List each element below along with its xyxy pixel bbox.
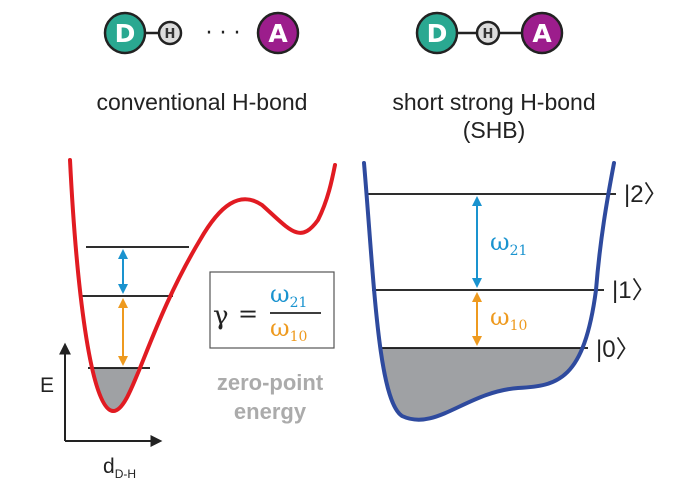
energy-axes: E dD-H	[40, 342, 163, 481]
molecule-shb: D H A	[415, 11, 564, 55]
zpe-label-line2: energy	[234, 399, 307, 424]
potential-curve	[362, 161, 616, 422]
shb-potential: ω21 ω10	[362, 161, 616, 422]
state-label-0: |0〉	[596, 336, 640, 363]
molecule-conventional: D H · · · A	[103, 11, 300, 55]
omega21-numerator: ω21	[270, 280, 307, 311]
potential-curve	[68, 158, 337, 414]
x-axis-label: dD-H	[103, 455, 136, 481]
donor-atom	[103, 11, 147, 55]
gamma-symbol: γ	[213, 301, 229, 331]
state-label-1: |1〉	[612, 277, 656, 304]
hydrogen-label: H	[483, 27, 494, 42]
title-shb: short strong H-bond	[392, 89, 595, 115]
title-shb-abbrev: (SHB)	[463, 117, 526, 143]
gamma-formula: γ = ω21 ω10	[209, 271, 335, 349]
donor-label: D	[427, 19, 448, 48]
omega10-label: ω10	[490, 303, 527, 334]
acceptor-label: A	[268, 19, 288, 48]
state-label-2: |2〉	[624, 181, 668, 208]
equals-sign: =	[238, 300, 258, 328]
donor-atom	[415, 11, 459, 55]
title-conventional: conventional H-bond	[97, 89, 308, 115]
omega10-denominator: ω10	[270, 314, 307, 345]
acceptor-atom	[520, 11, 564, 55]
hydrogen-label: H	[165, 27, 176, 42]
hydrogen-atom	[475, 20, 501, 46]
formula-box	[209, 271, 335, 349]
hydrogen-atom	[157, 20, 183, 46]
hbond-dots: · · ·	[206, 21, 241, 46]
y-axis-label: E	[40, 374, 54, 397]
acceptor-atom	[256, 11, 300, 55]
omega21-label: ω21	[490, 228, 527, 259]
acceptor-label: A	[532, 19, 552, 48]
zpe-label-line1: zero-point	[217, 370, 324, 395]
donor-label: D	[115, 19, 136, 48]
zpe-area	[70, 368, 200, 412]
